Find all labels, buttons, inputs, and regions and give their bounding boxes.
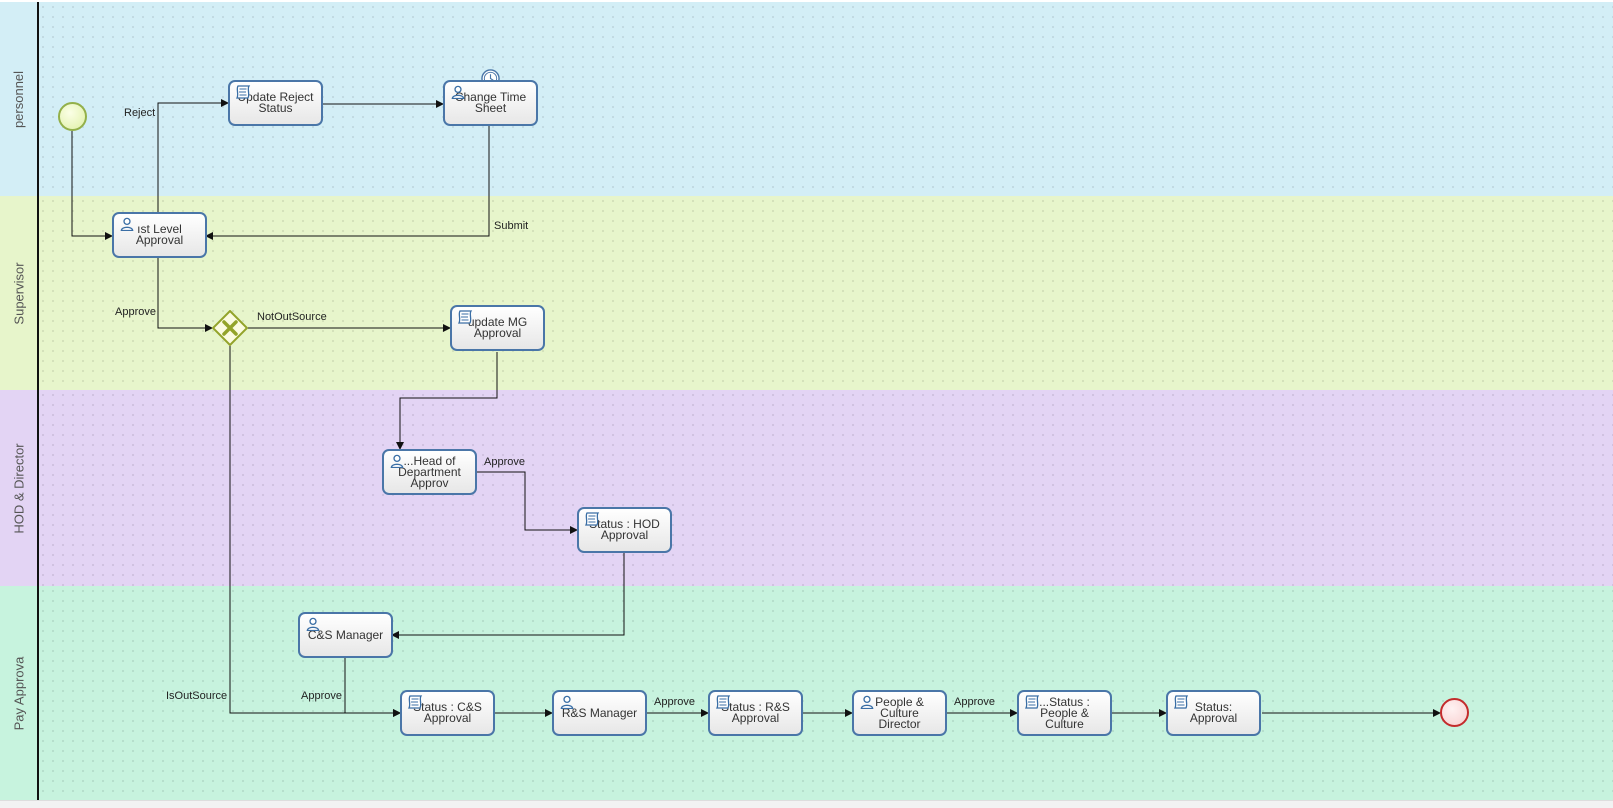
task-label: R&S Manager bbox=[561, 705, 638, 720]
exclusive-gateway-icon[interactable] bbox=[212, 310, 248, 346]
flow-label-approve-cs: Approve bbox=[301, 690, 342, 702]
task-cs-manager[interactable]: C&S Manager bbox=[298, 612, 393, 658]
start-event-icon[interactable] bbox=[58, 102, 87, 131]
flow-label-approve-hod: Approve bbox=[484, 456, 525, 468]
task-label: People & Culture Director bbox=[875, 694, 924, 731]
user-icon bbox=[560, 695, 574, 709]
flow-approve-cs[interactable] bbox=[344, 658, 401, 717]
flow-approve-hod[interactable] bbox=[477, 471, 578, 534]
task-label: Status : C&S Approval bbox=[413, 700, 482, 725]
task-change-time-sheet[interactable]: Change Time Sheet bbox=[443, 80, 538, 126]
flow-label-approve-pc: Approve bbox=[954, 696, 995, 708]
task-label: Change Time Sheet bbox=[454, 90, 527, 115]
flow-label-not-out-source: NotOutSource bbox=[257, 311, 327, 323]
lane-supervisor[interactable]: Supervisor bbox=[0, 196, 1613, 390]
task-status-cs-approval[interactable]: Status : C&S Approval bbox=[400, 690, 495, 736]
script-icon bbox=[1024, 695, 1040, 709]
flow-status-hod-to-cs-manager[interactable] bbox=[391, 553, 625, 639]
task-label: Status: Approval bbox=[1189, 700, 1238, 725]
flow-label-is-out-source: IsOutSource bbox=[166, 690, 228, 702]
task-label: C&S Manager bbox=[307, 627, 384, 642]
task-label: update MG Approval bbox=[467, 315, 528, 340]
user-icon bbox=[451, 85, 465, 99]
flow-label-approve-rs: Approve bbox=[654, 696, 695, 708]
task-people-culture-director[interactable]: People & Culture Director bbox=[852, 690, 947, 736]
script-icon bbox=[715, 695, 731, 709]
flow-label-reject: Reject bbox=[124, 107, 156, 119]
flow-approve-to-gateway[interactable] bbox=[157, 258, 213, 332]
lane-body bbox=[38, 390, 1613, 586]
task-status-people-culture[interactable]: ...Status : People & Culture bbox=[1017, 690, 1112, 736]
lane-header: Pay Approva bbox=[0, 586, 38, 800]
user-icon bbox=[120, 217, 134, 231]
end-event-icon[interactable] bbox=[1440, 698, 1469, 727]
task-first-level-approval[interactable]: ıst Level Approval bbox=[112, 212, 207, 258]
flow-submit[interactable] bbox=[205, 126, 490, 240]
user-icon bbox=[306, 617, 320, 631]
task-label: ıst Level Approval bbox=[135, 222, 184, 247]
task-label: Status : HOD Approval bbox=[589, 517, 660, 542]
script-icon bbox=[407, 695, 423, 709]
lane-header: HOD & Director bbox=[0, 390, 38, 586]
script-icon bbox=[584, 512, 600, 526]
lane-body bbox=[38, 196, 1613, 390]
user-icon bbox=[860, 695, 874, 709]
task-rs-manager[interactable]: R&S Manager bbox=[552, 690, 647, 736]
task-status-approval[interactable]: Status: Approval bbox=[1166, 690, 1261, 736]
task-status-rs-approval[interactable]: Status : R&S Approval bbox=[708, 690, 803, 736]
flow-update-mg-to-head[interactable] bbox=[396, 352, 498, 450]
user-icon bbox=[390, 454, 404, 468]
lane-header: personnel bbox=[0, 2, 38, 196]
script-icon bbox=[457, 310, 473, 324]
flow-reject[interactable] bbox=[157, 99, 229, 212]
task-label: Status : R&S Approval bbox=[721, 700, 790, 725]
script-icon bbox=[235, 85, 251, 99]
flow-label-approve: Approve bbox=[115, 306, 156, 318]
task-head-of-department[interactable]: ...Head of Department Approv bbox=[382, 449, 477, 495]
flow-label-submit: Submit bbox=[494, 220, 529, 232]
lane-header: Supervisor bbox=[0, 196, 38, 390]
canvas-footer bbox=[0, 800, 1613, 808]
task-update-mg-approval[interactable]: update MG Approval bbox=[450, 305, 545, 351]
lane-hod-director[interactable]: HOD & Director bbox=[0, 390, 1613, 586]
script-icon bbox=[1173, 695, 1189, 709]
task-update-reject-status[interactable]: Update Reject Status bbox=[228, 80, 323, 126]
task-label: ...Head of Department Approv bbox=[398, 453, 461, 490]
task-status-hod-approval[interactable]: Status : HOD Approval bbox=[577, 507, 672, 553]
lane-header-divider bbox=[37, 2, 39, 802]
flow-start-to-first-level[interactable] bbox=[71, 131, 113, 240]
task-label: ...Status : People & Culture bbox=[1039, 694, 1090, 731]
flow-is-out-source[interactable] bbox=[229, 346, 401, 717]
